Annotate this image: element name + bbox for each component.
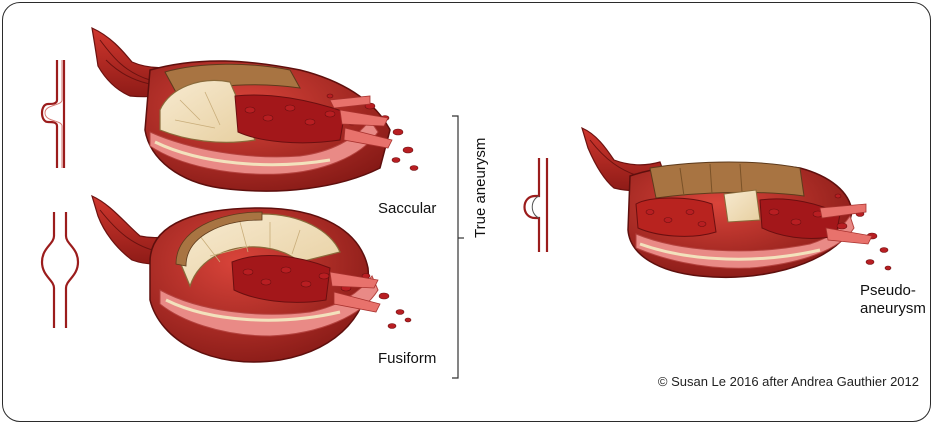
true-aneurysm-bracket — [452, 116, 464, 378]
saccular-aneurysm-drawing — [92, 28, 418, 191]
saccular-label: Saccular — [378, 200, 436, 218]
true-aneurysm-label: True aneurysm — [472, 138, 490, 238]
fusiform-schematic-icon — [42, 212, 78, 328]
fusiform-label: Fusiform — [378, 350, 436, 368]
image-credit: © Susan Le 2016 after Andrea Gauthier 20… — [658, 374, 919, 389]
aneurysm-illustration — [0, 0, 933, 396]
pseudoaneurysm-label-line2: aneurysm — [860, 300, 926, 318]
fusiform-aneurysm-drawing — [92, 196, 411, 362]
pseudoaneurysm-label-line1: Pseudo- — [860, 282, 916, 300]
pseudoaneurysm-schematic-icon — [525, 158, 548, 252]
pseudoaneurysm-drawing — [582, 128, 891, 277]
saccular-schematic-icon — [42, 60, 64, 168]
